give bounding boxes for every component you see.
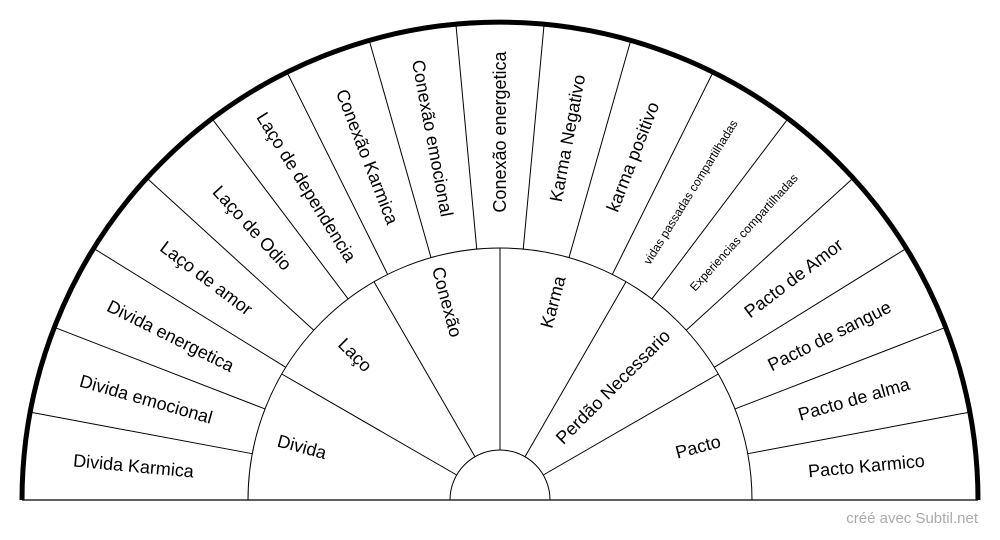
- outer-sector-label: Conexão emocional: [408, 58, 457, 218]
- outer-sector-label: Divida emocional: [77, 371, 214, 428]
- outer-sector-label: Pacto de alma: [796, 374, 913, 425]
- outer-divider: [368, 40, 432, 258]
- outer-sector-label: Divida energetica: [104, 296, 238, 376]
- credit-text: créé avec Subtil.net: [846, 510, 978, 527]
- outer-divider: [211, 118, 349, 300]
- outer-divider: [54, 326, 266, 410]
- outer-sector-label: Laço de Odio: [209, 182, 296, 275]
- outer-arc: [19, 19, 981, 501]
- outer-divider: [651, 118, 789, 300]
- outer-divider: [30, 411, 253, 455]
- inner-divider: [373, 281, 476, 457]
- outer-sector-label: Pacto Karmico: [807, 451, 925, 482]
- outer-divider: [734, 326, 946, 410]
- inner-sector-label: Karma: [537, 273, 570, 330]
- outer-divider: [286, 71, 389, 275]
- outer-divider: [455, 23, 478, 250]
- outer-divider: [713, 247, 907, 368]
- inner-sector-label: Divida: [275, 431, 329, 464]
- outer-sector-label: karma positivo: [603, 99, 664, 214]
- outer-sector-label: Pacto de sangue: [764, 297, 894, 375]
- outer-sector-label: Karma Negativo: [546, 73, 589, 204]
- outer-sector-label: Divida Karmica: [72, 451, 195, 482]
- inner-divider: [524, 281, 627, 457]
- outer-divider: [93, 247, 287, 368]
- outer-sector-label: Conexão Karmica: [332, 87, 403, 229]
- outer-divider: [747, 411, 970, 455]
- outer-divider: [611, 71, 714, 275]
- outer-sector-label: Laço de amor: [156, 237, 256, 319]
- outer-sector-label: Conexão energetica: [490, 50, 510, 212]
- outer-divider: [522, 23, 545, 250]
- inner-sector-label: Conexão: [428, 265, 466, 340]
- inner-divider: [543, 373, 719, 476]
- inner-sector-label: Laço: [334, 334, 376, 376]
- outer-divider: [568, 40, 632, 258]
- outer-divider: [146, 177, 315, 331]
- inner-divider: [281, 373, 457, 476]
- inner-sector-label: Pacto: [673, 431, 723, 462]
- outer-sector-label: Pacto de Amor: [741, 235, 847, 322]
- center-circle: [449, 449, 551, 501]
- inner-sector-label: Perdão Necessario: [552, 326, 674, 448]
- outer-divider: [685, 177, 854, 331]
